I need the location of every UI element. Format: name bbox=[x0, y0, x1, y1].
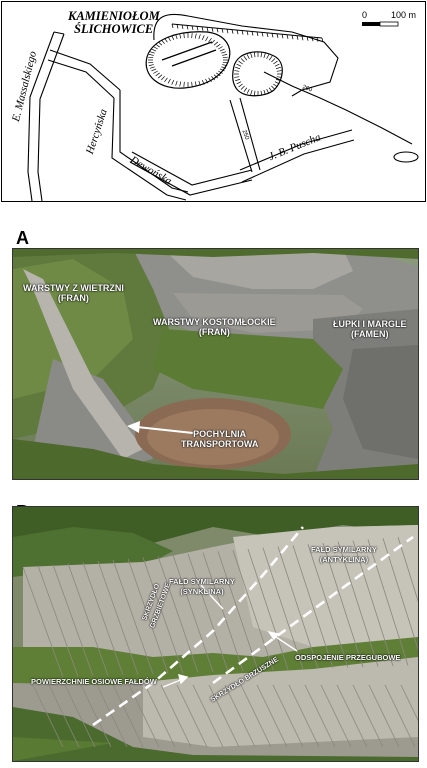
label-synklina: FAŁD SYMILARNY (SYNKLINA) bbox=[169, 577, 235, 597]
label-pochylnia-line1: POCHYLNIA bbox=[193, 429, 247, 439]
label-pochylnia-line2: TRANSPORTOWA bbox=[181, 439, 259, 449]
label-lupki: ŁUPKI I MARGLE (FAMEN) bbox=[333, 319, 407, 339]
scale-max-label: 100 m bbox=[391, 10, 417, 20]
map-title-line1: KAMIENIOŁOM bbox=[68, 9, 160, 23]
ramp-arrow bbox=[127, 421, 194, 434]
quarry-pit-east bbox=[232, 51, 283, 97]
label-wietrzni-line1: WARSTWY Z WIETRZNI bbox=[23, 283, 124, 293]
quarry-pits bbox=[145, 31, 283, 97]
map-title: KAMIENIOŁOM ŚLICHOWICE bbox=[68, 10, 160, 36]
label-synklina-line1: FAŁD SYMILARNY bbox=[169, 577, 235, 586]
northern-escarpment-hachures bbox=[171, 23, 323, 39]
quarry-photo-a: WARSTWY Z WIETRZNI (FRAN) WARSTWY KOSTOM… bbox=[12, 248, 419, 480]
label-antyklina-line1: FAŁD SYMILARNY bbox=[311, 545, 377, 554]
synclinal-leader bbox=[200, 584, 224, 610]
label-lupki-line2: (FAMEN) bbox=[351, 329, 389, 339]
massalskiego-road-edge-right bbox=[37, 33, 65, 201]
label-wietrzni-line2: (FRAN) bbox=[57, 293, 89, 303]
label-synklina-line2: (SYNKLINA) bbox=[180, 587, 224, 596]
fold-annotations bbox=[22, 526, 418, 748]
branch-road-edge-lower bbox=[47, 59, 115, 99]
panel-a-letter: A bbox=[16, 228, 29, 248]
pond-ellipse bbox=[393, 151, 419, 163]
axial-plane-synclinal bbox=[92, 526, 304, 727]
puscha-road-edge-upper bbox=[239, 129, 353, 171]
quarry-boundary bbox=[153, 13, 339, 97]
axial-plane-anticlinal bbox=[212, 535, 414, 685]
scale-zero-label: 0 bbox=[362, 10, 368, 20]
label-powierzchnie: POWIERZCHNIE OSIOWE FAŁDÓW bbox=[31, 677, 157, 686]
hercynska-road-edge-lower bbox=[111, 97, 187, 201]
label-pochylnia: POCHYLNIA TRANSPORTOWA bbox=[181, 429, 258, 449]
dewonska-road-edge-upper bbox=[131, 151, 253, 186]
quarry-photo-a-drawing bbox=[13, 249, 418, 479]
contour-260 bbox=[263, 71, 413, 145]
scale-bar bbox=[362, 21, 399, 27]
label-kostomlockie-line1: WARSTWY KOSTOMŁOCKIE bbox=[153, 317, 276, 327]
quarry-photo-b: FAŁD SYMILARNY (SYNKLINA) FAŁD SYMILARNY… bbox=[12, 506, 419, 762]
label-lupki-line1: ŁUPKI I MARGLE bbox=[333, 319, 407, 329]
map-drawing bbox=[27, 13, 419, 201]
massalskiego-road-edge-left bbox=[27, 31, 55, 201]
branch-road-edge-upper bbox=[49, 49, 121, 91]
label-antyklina: FAŁD SYMILARNY (ANTYKLINA) bbox=[311, 545, 377, 565]
label-wietrzni: WARSTWY Z WIETRZNI (FRAN) bbox=[23, 283, 124, 303]
odspojenie-leader bbox=[272, 634, 298, 652]
label-odspojenie: ODSPOJENIE PRZEGUBOWE bbox=[295, 653, 401, 662]
label-kostomlockie-line2: (FRAN) bbox=[198, 327, 230, 337]
map-title-line2: ŚLICHOWICE bbox=[74, 22, 154, 36]
quarry-location-map: KAMIENIOŁOM ŚLICHOWICE 0 100 m 260 250 E… bbox=[1, 1, 426, 202]
quarry-pit-west bbox=[145, 31, 231, 89]
label-kostomlockie: WARSTWY KOSTOMŁOCKIE (FRAN) bbox=[153, 317, 276, 337]
quarry-photo-b-drawing bbox=[13, 507, 418, 761]
label-antyklina-line2: (ANTYKLINA) bbox=[319, 555, 369, 564]
